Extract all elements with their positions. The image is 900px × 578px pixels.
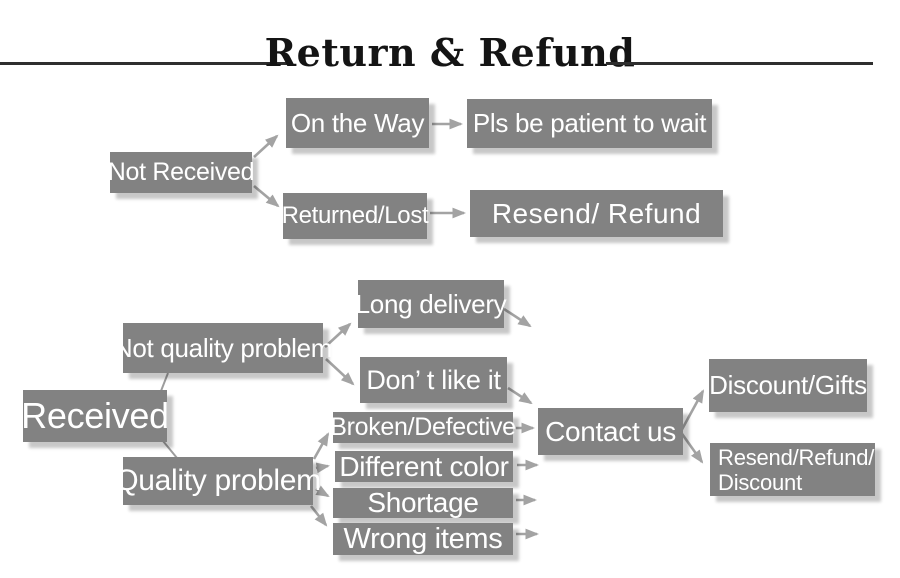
node-label: Contact us (545, 415, 676, 447)
node-label: Wrong items (343, 522, 503, 555)
node-label: Discount/Gifts (709, 370, 867, 400)
node-long-delivery: Long delivery (355, 280, 507, 328)
connector-received-to-not-quality (160, 372, 169, 392)
node-label: Resend/ Refund (491, 197, 702, 229)
node-on-the-way: On the Way (286, 98, 429, 148)
node-resend-refund-discount: Resend/Refund/ Discount (710, 443, 875, 496)
title-rule-right (606, 62, 873, 65)
node-label: Broken/Defective (330, 413, 516, 441)
node-contact-us: Contact us (538, 408, 683, 455)
node-different-color: Different color (335, 451, 513, 482)
node-received: Received (21, 390, 169, 442)
node-label-line2: Discount (718, 469, 802, 495)
node-label: Returned/Lost (281, 202, 429, 229)
node-returned-lost: Returned/Lost (281, 193, 429, 239)
arrow-dont-like-to-contact-us (507, 386, 533, 405)
node-not-quality-problem: Not quality problem (114, 323, 332, 373)
arrow-contact-us-to-discount-gifts (678, 389, 705, 434)
arrow-not-received-to-on-the-way (253, 134, 279, 158)
node-pls-be-patient: Pls be patient to wait (467, 99, 712, 148)
arrow-not-received-to-returned-lost (253, 185, 280, 208)
node-shortage: Shortage (333, 487, 513, 518)
node-label: Not quality problem (113, 332, 333, 363)
node-label: Long delivery (355, 288, 507, 319)
node-label: Shortage (367, 487, 479, 518)
node-broken-defective: Broken/Defective (330, 412, 516, 443)
node-dont-like-it: Don’ t like it (360, 357, 507, 403)
node-wrong-items: Wrong items (333, 523, 513, 555)
node-resend-refund: Resend/ Refund (470, 190, 723, 237)
node-label-line1: Resend/Refund/ (718, 444, 875, 470)
node-label: Pls be patient to wait (472, 108, 707, 138)
node-label: Not Received (107, 158, 255, 186)
connector-received-to-quality (162, 440, 178, 459)
arrow-quality-to-wrong-items (309, 505, 328, 527)
arrow-contact-us-to-resend-discount (678, 430, 704, 464)
arrow-long-delivery-out (503, 307, 532, 328)
node-label: Quality problem (115, 464, 321, 497)
node-label: Received (21, 395, 169, 436)
title-rule-left (0, 62, 288, 65)
node-label: On the Way (290, 107, 425, 138)
node-discount-gifts: Discount/Gifts (709, 359, 867, 412)
arrow-quality-to-broken (312, 432, 330, 460)
node-quality-problem: Quality problem (115, 457, 321, 505)
node-label: Don’ t like it (366, 364, 501, 395)
page-title: Return & Refund (264, 30, 636, 75)
node-label: Different color (339, 450, 509, 482)
node-not-received: Not Received (107, 152, 255, 193)
